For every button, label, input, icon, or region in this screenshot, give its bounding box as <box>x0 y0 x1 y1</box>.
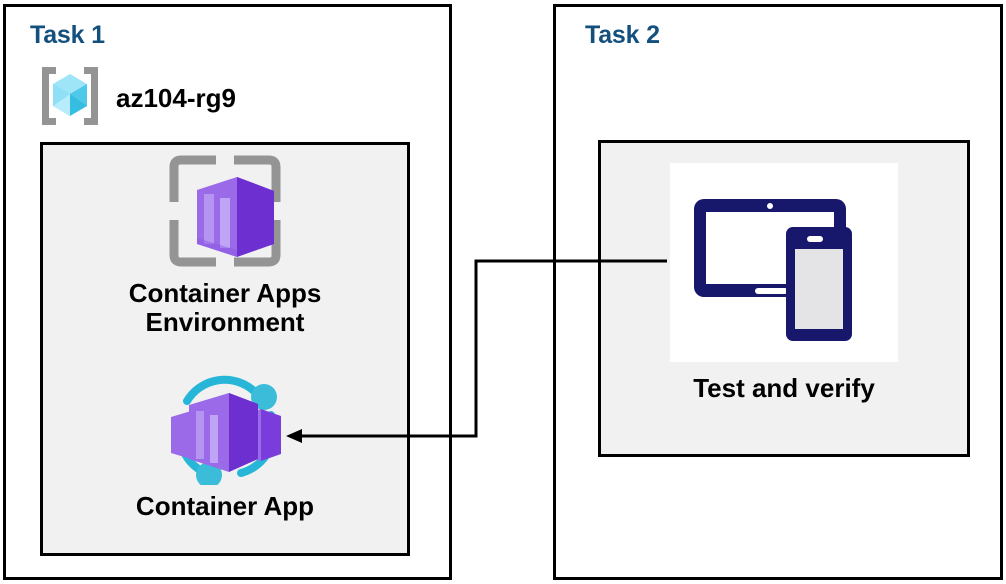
container-app-icon <box>157 371 293 490</box>
container-apps-environment-icon <box>164 152 286 275</box>
node-test-and-verify-label: Test and verify <box>693 373 875 403</box>
task-2-title: Task 2 <box>585 21 660 49</box>
resource-group-header: az104-rg9 <box>36 62 236 135</box>
azure-resource-group-icon <box>36 62 104 135</box>
task-1-title: Task 1 <box>30 21 105 49</box>
node-container-apps-environment-label: Container Apps Environment <box>128 278 322 338</box>
resource-group-label: az104-rg9 <box>116 83 236 113</box>
node-container-apps-environment: Container Apps Environment <box>65 152 385 337</box>
node-container-app: Container App <box>65 371 385 521</box>
node-container-app-label: Container App <box>135 491 315 521</box>
node-test-and-verify: Test and verify <box>618 163 950 403</box>
devices-tablet-phone-icon <box>670 163 898 362</box>
